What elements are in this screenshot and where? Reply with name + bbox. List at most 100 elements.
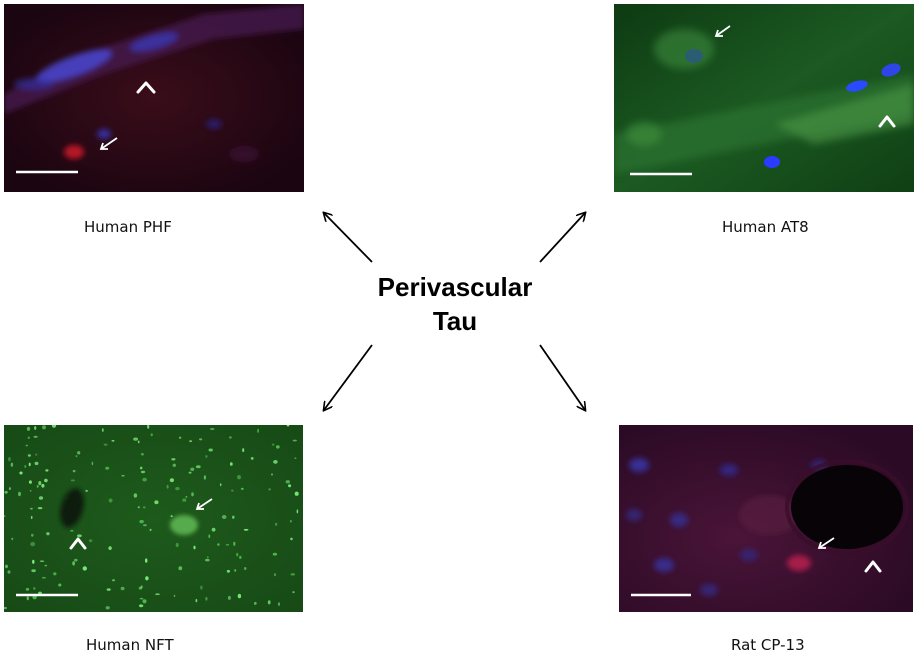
center-title: Perivascular Tau — [340, 270, 570, 338]
fluorescent-speck — [205, 558, 210, 562]
fluorescent-speck — [178, 436, 182, 439]
fluorescent-speck — [91, 461, 94, 466]
fluorescent-speck — [106, 588, 111, 591]
fluorescent-speck — [199, 438, 203, 441]
fluorescent-speck — [273, 460, 278, 464]
panel-human-phf — [4, 4, 304, 192]
fluorescent-speck — [10, 462, 14, 467]
fluorescent-speck — [70, 529, 74, 532]
fluorescent-speck — [285, 480, 290, 484]
fluorescent-speck — [139, 597, 144, 600]
panel-rat-cp13 — [619, 425, 913, 612]
arrowhead-marker-icon — [864, 560, 882, 573]
arrow-marker-icon — [195, 498, 213, 510]
fluorescent-speck — [229, 436, 232, 439]
fluorescent-speck — [290, 573, 296, 576]
fluorescent-speck — [288, 484, 292, 488]
fluorescent-speck — [239, 555, 242, 559]
fluorescent-speck — [173, 594, 176, 598]
fluorescent-speck — [140, 470, 146, 474]
fluorescent-speck — [35, 453, 38, 456]
fluorescent-speck — [145, 558, 148, 563]
fluorescent-speck — [139, 519, 144, 524]
caption-human-at8: Human AT8 — [722, 218, 809, 236]
fluorescent-speck — [225, 543, 230, 546]
fluorescent-speck — [211, 527, 216, 532]
fluorescent-speck — [240, 487, 244, 490]
fluorescent-speck — [19, 471, 23, 475]
fluorescent-speck — [88, 539, 93, 543]
fluorescent-speck — [121, 474, 125, 477]
fluorescent-speck — [29, 489, 32, 492]
fluorescent-speck — [8, 457, 11, 462]
micrograph-human-nft — [4, 425, 303, 612]
fluorescent-speck — [26, 426, 31, 431]
fluorescent-speck — [31, 569, 36, 573]
fluorescent-speck — [242, 448, 245, 453]
fluorescent-speck — [4, 515, 6, 517]
fluorescent-speck — [229, 462, 233, 466]
fluorescent-speck — [275, 445, 280, 449]
fluorescent-speck — [178, 566, 183, 571]
fluorescent-speck — [182, 498, 187, 502]
arrow-to-human-phf — [324, 213, 373, 263]
fluorescent-speck — [30, 541, 36, 547]
fluorescent-speck — [274, 522, 278, 526]
fluorescent-speck — [85, 489, 88, 492]
fluorescent-speck — [8, 487, 11, 491]
fluorescent-speck — [294, 457, 297, 459]
fluorescent-speck — [140, 585, 143, 589]
fluorescent-speck — [253, 601, 257, 605]
fluorescent-speck — [105, 606, 110, 610]
fluorescent-speck — [190, 467, 195, 471]
fluorescent-speck — [257, 428, 259, 433]
fluorescent-speck — [26, 596, 29, 601]
fluorescent-speck — [140, 453, 144, 456]
fluorescent-speck — [142, 599, 147, 604]
fluorescent-speck — [233, 541, 236, 546]
fluorescent-speck — [175, 542, 179, 548]
fluorescent-speck — [208, 448, 213, 452]
fluorescent-speck — [45, 469, 49, 472]
fluorescent-speck — [290, 537, 293, 541]
fluorescent-speck — [231, 489, 234, 492]
fluorescent-speck — [296, 509, 299, 514]
fluorescent-speck — [271, 473, 273, 476]
fluorescent-speck — [75, 455, 78, 458]
fluorescent-speck — [137, 506, 140, 509]
fluorescent-speck — [219, 483, 222, 487]
fluorescent-speck — [72, 469, 76, 473]
fluorescent-speck — [142, 477, 147, 482]
fluorescent-speck — [271, 443, 275, 446]
arrow-to-human-at8 — [539, 213, 585, 263]
fluorescent-speck — [74, 558, 78, 562]
fluorescent-speck — [217, 543, 220, 546]
fluorescent-speck — [154, 500, 159, 505]
fluorescent-speck — [36, 485, 39, 488]
fluorescent-speck — [203, 475, 206, 480]
fluorescent-speck — [108, 546, 112, 550]
fluorescent-speck — [138, 604, 144, 608]
fluorescent-speck — [33, 587, 36, 590]
fluorescent-speck — [207, 556, 209, 559]
fluorescent-speck — [51, 425, 57, 428]
fluorescent-speck — [195, 465, 201, 469]
fluorescent-speck — [77, 534, 82, 538]
panel-human-nft — [4, 425, 303, 612]
fluorescent-speck — [34, 461, 39, 466]
fluorescent-speck — [44, 564, 48, 567]
caption-human-nft: Human NFT — [86, 636, 174, 654]
fluorescent-speck — [210, 428, 215, 430]
arrow-marker-icon — [714, 25, 731, 37]
fluorescent-speck — [46, 532, 50, 536]
arrow-to-rat-cp13 — [539, 344, 585, 410]
fluorescent-speck — [41, 483, 45, 488]
fluorescent-speck — [268, 488, 271, 491]
fluorescent-speck — [189, 440, 193, 443]
fluorescent-speck — [250, 457, 254, 460]
fluorescent-speck — [145, 576, 149, 581]
fluorescent-speck — [290, 519, 292, 523]
micrograph-rat-cp13 — [619, 425, 913, 612]
fluorescent-speck — [101, 428, 104, 432]
fluorescent-speck — [70, 479, 75, 482]
